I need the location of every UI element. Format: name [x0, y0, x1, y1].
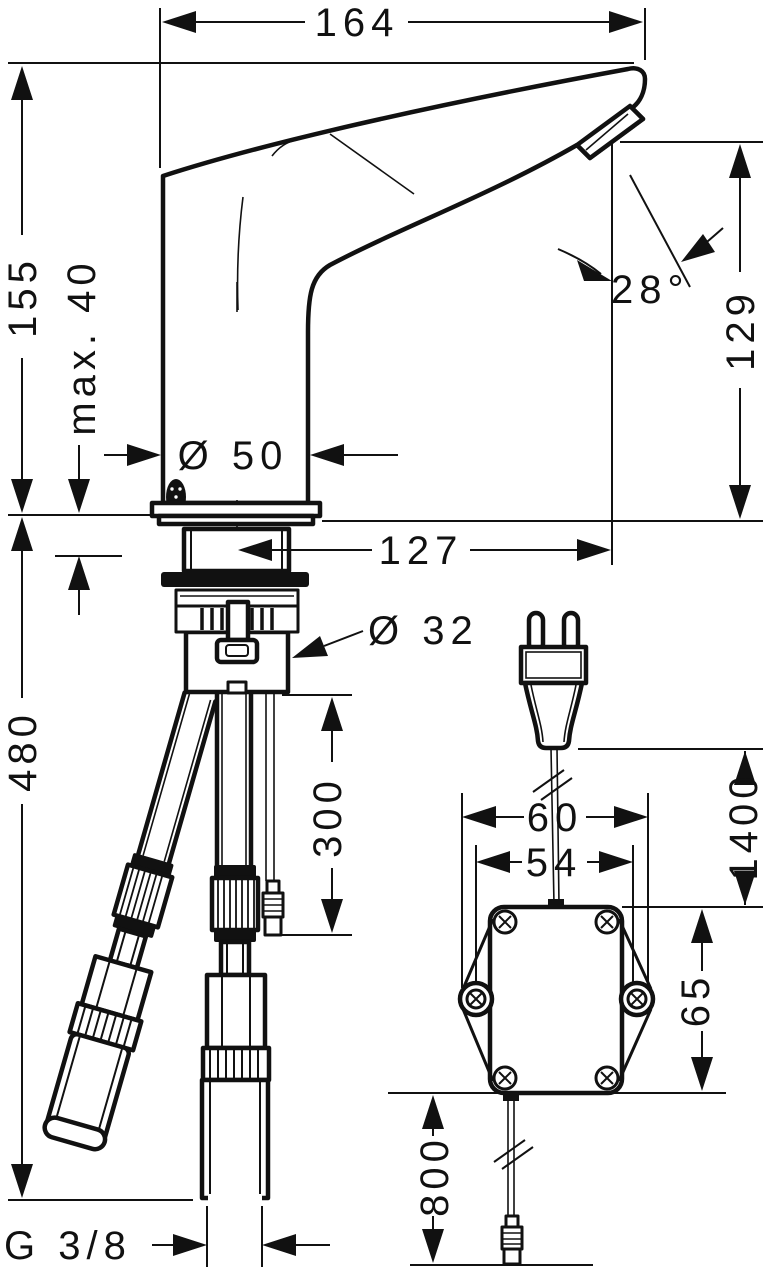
dimension-1400: 1400 — [722, 751, 764, 905]
body-crease-line — [329, 133, 415, 195]
supply-hose-vertical — [199, 691, 272, 1201]
dim-129-label: 129 — [719, 289, 763, 371]
dimension-65: 65 — [674, 909, 718, 1091]
base-plate-step — [156, 513, 316, 527]
faucet-body — [160, 66, 648, 506]
dimension-60: 60 — [462, 796, 648, 840]
sensor-cable — [261, 694, 285, 937]
dim-164-label: 164 — [315, 1, 400, 45]
dimension-max40: max. 40 — [60, 258, 104, 615]
aerator — [574, 103, 646, 161]
dim-65-label: 65 — [674, 973, 718, 1028]
gasket — [161, 572, 309, 587]
dim-angle28-label: 28° — [611, 268, 690, 312]
control-box — [457, 899, 656, 1101]
dimension-g38: G 3/8 — [4, 1224, 330, 1268]
dimension-129: 129 — [719, 144, 763, 519]
hose-fitting-barrel — [199, 1077, 271, 1201]
dimension-155: 155 — [1, 66, 45, 513]
shank-bottom-notch — [226, 680, 248, 695]
hose-knurl — [200, 1045, 272, 1083]
dim-480-label: 480 — [1, 710, 45, 792]
dim-300-label: 300 — [306, 776, 350, 858]
box-cable — [493, 1101, 534, 1266]
dim-max40-label: max. 40 — [60, 258, 104, 435]
ref-lines — [8, 8, 763, 1267]
dimension-127: 127 — [238, 529, 611, 573]
cable-entry-tab — [548, 899, 564, 907]
dimension-angle28: 28° — [557, 174, 724, 312]
dim-127-label: 127 — [379, 529, 464, 573]
nut-center-tab — [225, 599, 251, 643]
power-plug — [518, 610, 589, 751]
hose-hex-nut — [204, 972, 268, 1051]
dimension-dia32: Ø 32 — [292, 609, 479, 658]
dim-60-label: 60 — [527, 796, 584, 840]
hose-hook — [214, 637, 260, 665]
dimension-dia50: Ø 50 — [104, 434, 398, 478]
supply-hose-angled — [42, 690, 218, 1152]
dimension-164: 164 — [162, 1, 643, 45]
dim-1400-label: 1400 — [722, 772, 764, 881]
cable-exit-tab — [503, 1093, 519, 1101]
cable-break-top — [532, 769, 573, 801]
dimension-800: 800 — [413, 1095, 457, 1263]
spout-detail-arc — [271, 139, 297, 157]
dimension-480: 480 — [1, 517, 45, 1198]
dim-800-label: 800 — [413, 1135, 457, 1217]
dim-dia50-label: Ø 50 — [178, 434, 289, 478]
hose-end-cap — [42, 1115, 108, 1152]
dim-dia32-label: Ø 32 — [368, 609, 479, 653]
dimension-300: 300 — [306, 697, 350, 933]
dim-155-label: 155 — [1, 256, 45, 338]
dimension-54: 54 — [476, 841, 633, 885]
dim-54-label: 54 — [526, 841, 583, 885]
dim-g38-label: G 3/8 — [4, 1224, 132, 1268]
power-unit — [457, 610, 656, 1266]
nut-slot-lines — [200, 608, 274, 630]
corner-screws — [492, 909, 620, 1091]
aerator-inner-line — [585, 113, 629, 151]
faucet-assembly — [42, 66, 648, 1201]
hose-hook-slot — [225, 644, 249, 657]
